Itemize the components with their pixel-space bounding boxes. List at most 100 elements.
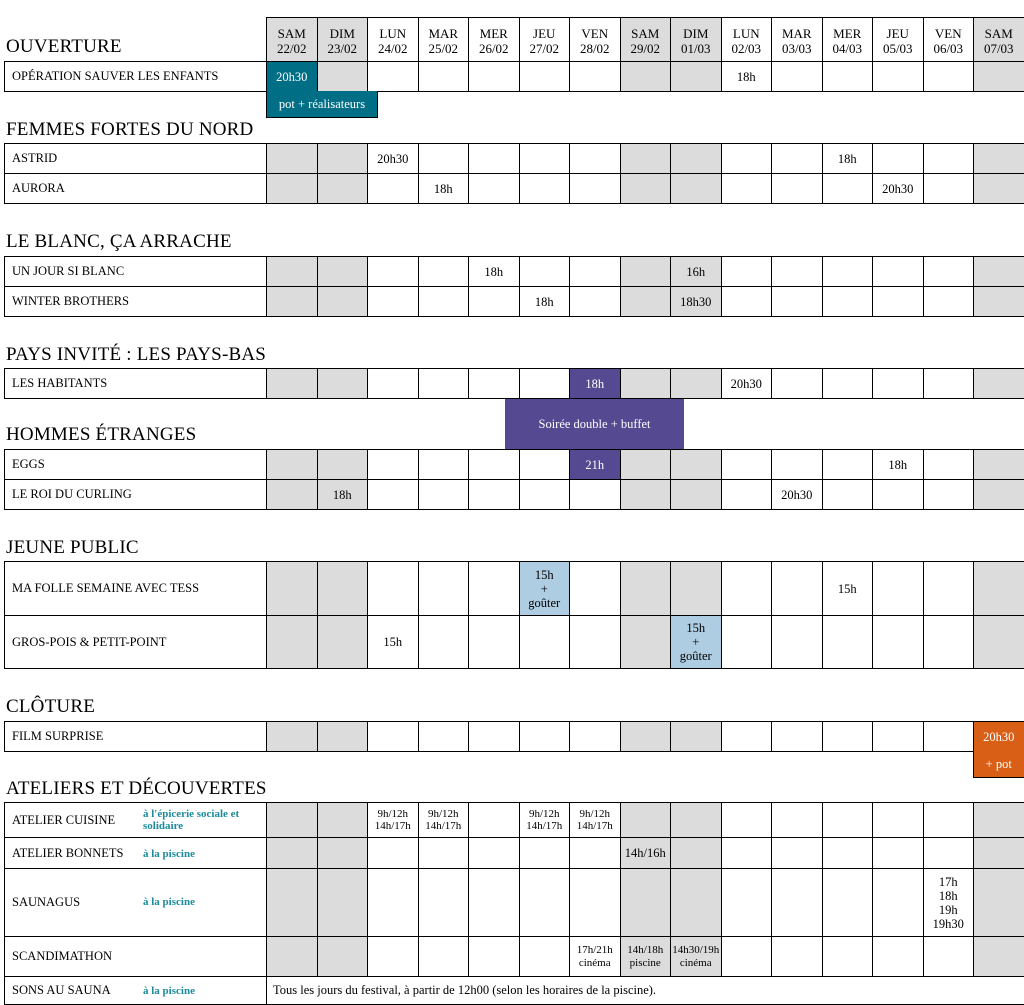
schedule-cell (417, 479, 469, 510)
schedule-cell (922, 721, 974, 752)
schedule-cell (720, 479, 772, 510)
schedule-cell (417, 143, 469, 174)
schedule-cell (266, 368, 318, 399)
schedule-cell (670, 143, 722, 174)
schedule-cell (922, 802, 974, 838)
schedule-cell (367, 449, 419, 480)
schedule-cell (569, 256, 621, 287)
schedule-cell (821, 868, 873, 937)
showtime: 18h (484, 264, 504, 279)
schedule-cell (367, 936, 419, 977)
showtime: 20h30 (983, 729, 1015, 744)
showtime: 14h30/19h cinéma (672, 944, 720, 969)
row-title: UN JOUR SI BLANC (4, 256, 267, 287)
schedule-cell (720, 256, 772, 287)
schedule-cell (417, 615, 469, 669)
schedule-cell (417, 721, 469, 752)
schedule-cell (821, 368, 873, 399)
schedule-cell (518, 173, 570, 204)
schedule-cell (670, 173, 722, 204)
showtime: 17h/21h cinéma (576, 944, 613, 969)
schedule-cell (619, 286, 671, 317)
all-days-note: Tous les jours du festival, à partir de … (266, 976, 1024, 1005)
schedule-cell (468, 561, 520, 616)
day-name: DIM (683, 25, 709, 41)
row-title-text: ATELIER BONNETS (12, 845, 124, 860)
day-date: 27/02 (529, 40, 560, 56)
schedule-cell (872, 143, 924, 174)
schedule-cell (266, 143, 318, 174)
schedule-cell (670, 61, 722, 92)
schedule-cell (821, 61, 873, 92)
location-label: à la piscine (143, 985, 195, 997)
schedule-cell (569, 143, 621, 174)
schedule-cell (771, 615, 823, 669)
showtime: 18h (888, 457, 908, 472)
schedule-cell (973, 802, 1024, 838)
schedule-cell (266, 615, 318, 669)
schedule-cell (518, 449, 570, 480)
schedule-cell (973, 143, 1024, 174)
schedule-cell (468, 479, 520, 510)
day-name: VEN (581, 25, 609, 41)
schedule-cell (771, 721, 823, 752)
schedule-cell (619, 868, 671, 937)
schedule-cell (468, 368, 520, 399)
opening-note: pot + réalisateurs (266, 91, 378, 118)
location-label: à la piscine (143, 848, 195, 860)
schedule-cell (619, 61, 671, 92)
schedule-cell (468, 173, 520, 204)
schedule-cell (619, 561, 671, 616)
schedule-cell: 20h30 (720, 368, 772, 399)
schedule-cell (619, 256, 671, 287)
schedule-cell (821, 837, 873, 869)
schedule-cell (266, 837, 318, 869)
schedule-cell (367, 256, 419, 287)
schedule-cell (670, 449, 722, 480)
schedule-cell (417, 61, 469, 92)
row-title: ASTRID (4, 143, 267, 174)
section-title-cloture: CLÔTURE (6, 696, 96, 717)
schedule-cell: 16h (670, 256, 722, 287)
schedule-cell (771, 286, 823, 317)
schedule-cell (468, 868, 520, 937)
schedule-cell (619, 449, 671, 480)
schedule-cell (720, 173, 772, 204)
double-feature-note: Soirée double + buffet (505, 398, 684, 450)
schedule-cell (518, 721, 570, 752)
schedule-cell (872, 286, 924, 317)
row-title: LES HABITANTS (4, 368, 267, 399)
schedule-cell (821, 173, 873, 204)
schedule-cell (316, 615, 368, 669)
schedule-cell (367, 61, 419, 92)
schedule-cell (316, 561, 368, 616)
day-name: LUN (732, 25, 760, 41)
schedule-cell (720, 936, 772, 977)
schedule-cell (720, 449, 772, 480)
schedule-cell (619, 615, 671, 669)
schedule-cell: 20h30 (771, 479, 823, 510)
schedule-cell (973, 286, 1024, 317)
showtime: 20h30 (781, 487, 813, 502)
schedule-cell (367, 837, 419, 869)
schedule-cell (821, 449, 873, 480)
schedule-cell (973, 615, 1024, 669)
schedule-cell (316, 173, 368, 204)
day-name: SAM (984, 25, 1013, 41)
schedule-cell (720, 868, 772, 937)
schedule-cell (518, 868, 570, 937)
closing-note: + pot (973, 751, 1024, 778)
schedule-cell (973, 479, 1024, 510)
schedule-cell (367, 561, 419, 616)
schedule-cell (872, 561, 924, 616)
schedule-cell (367, 286, 419, 317)
schedule-cell (266, 449, 318, 480)
schedule-cell (973, 837, 1024, 869)
schedule-cell (821, 721, 873, 752)
day-date: 24/02 (377, 40, 408, 56)
schedule-cell (771, 256, 823, 287)
schedule-cell (821, 256, 873, 287)
